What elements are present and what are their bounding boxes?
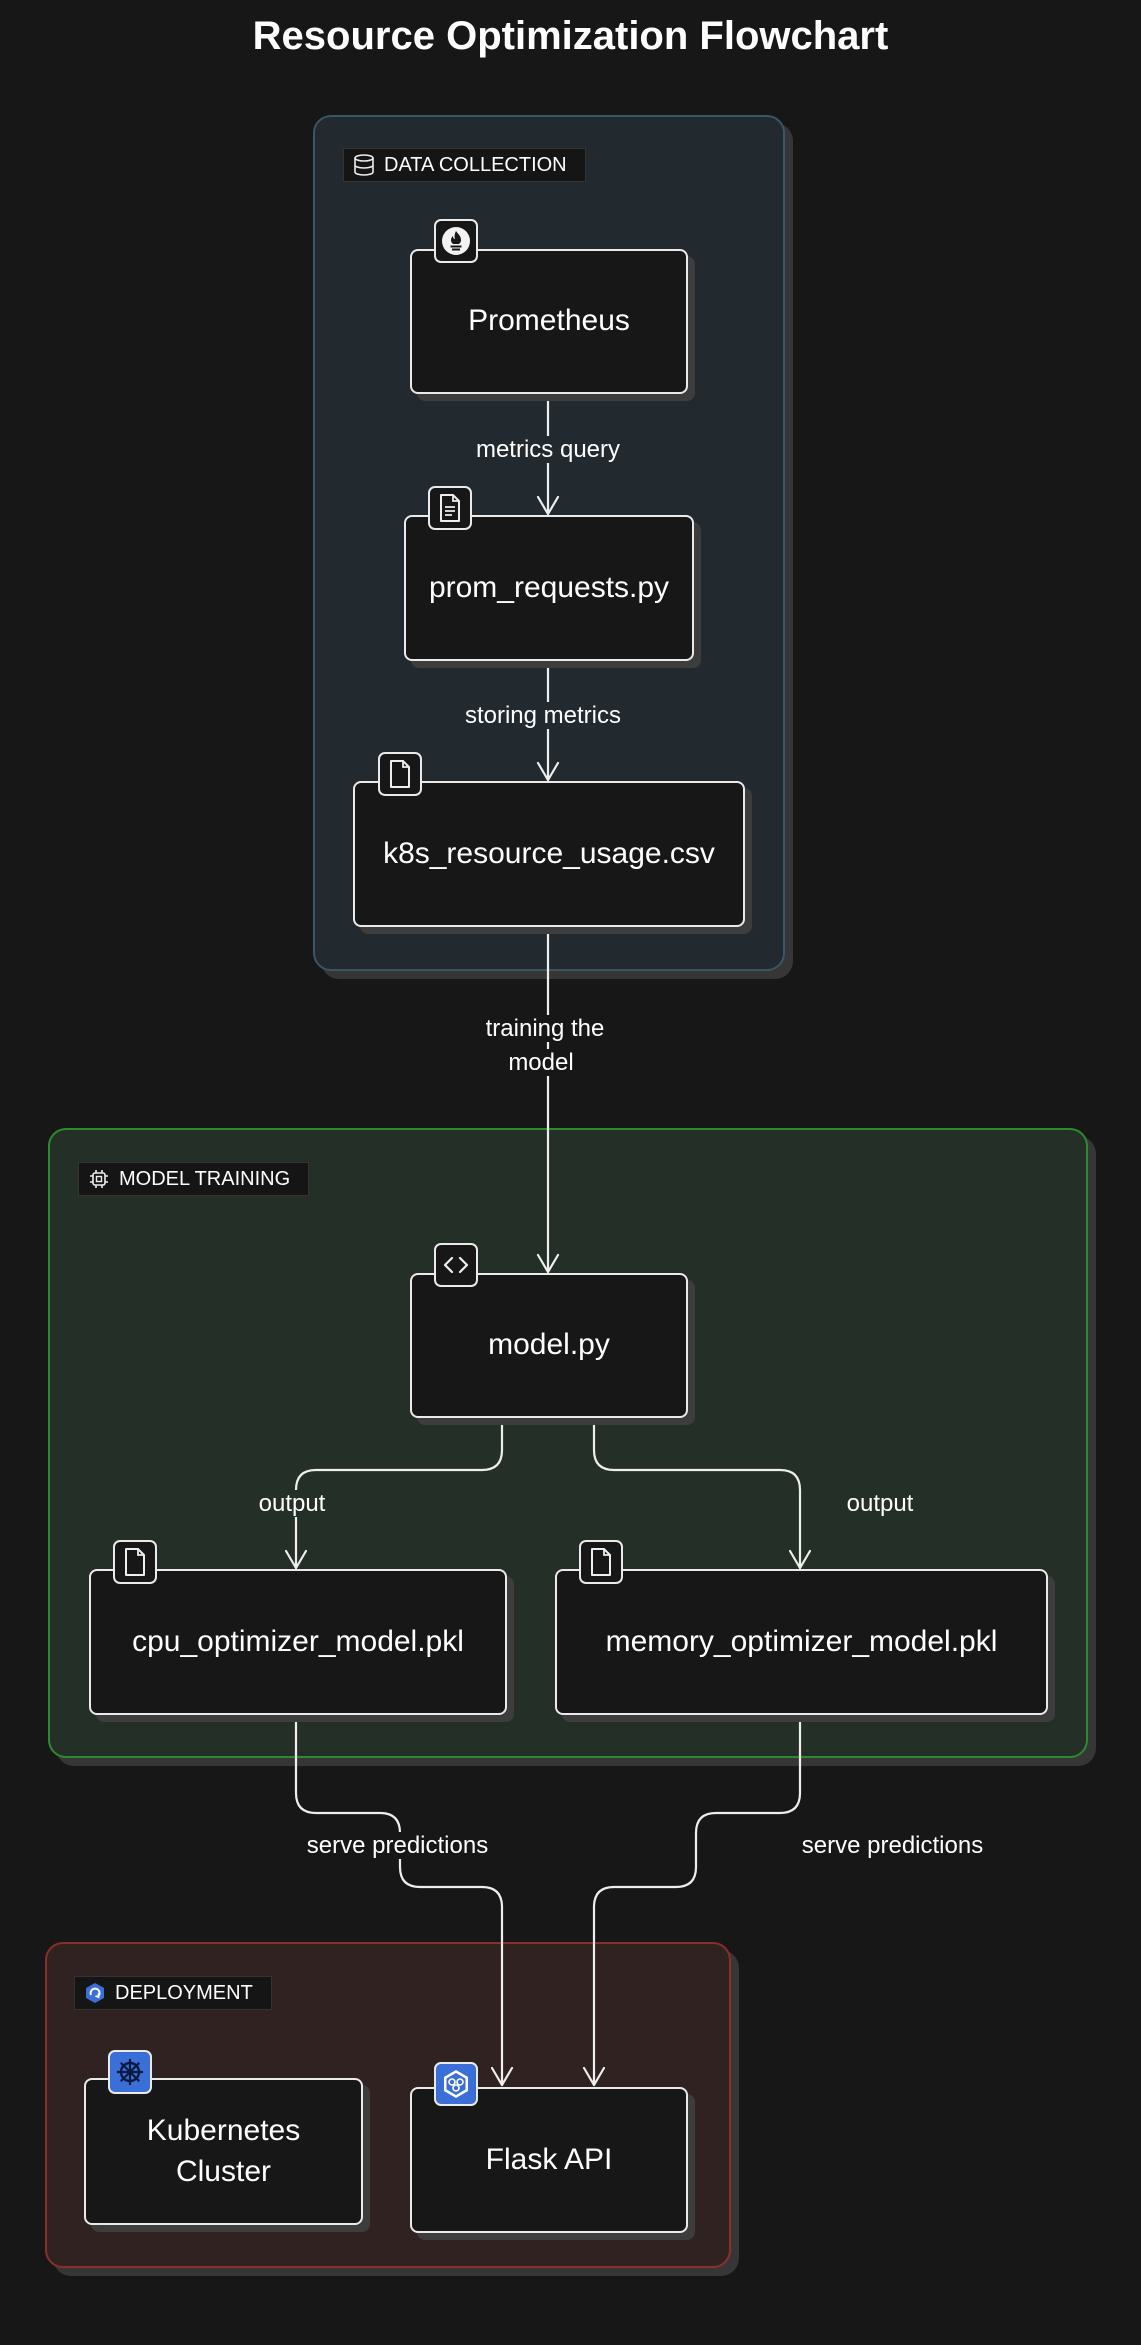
group-label-data-collection: DATA COLLECTION	[343, 148, 586, 182]
node-prometheus[interactable]: Prometheus	[410, 249, 688, 394]
node-k8s-resource-usage-csv[interactable]: k8s_resource_usage.csv	[353, 781, 745, 927]
node-label: Kubernetes Cluster	[146, 2114, 301, 2188]
node-prom-requests[interactable]: prom_requests.py	[404, 515, 694, 661]
document-lines-icon	[428, 486, 472, 530]
group-label-text: DATA COLLECTION	[384, 154, 567, 176]
node-cpu-optimizer-model[interactable]: cpu_optimizer_model.pkl	[89, 1569, 507, 1715]
edge-label-output-cpu: output	[232, 1487, 352, 1521]
edge-training-the-model	[536, 923, 560, 1274]
node-label: model.py	[488, 1328, 610, 1362]
edge-label-storing-metrics: storing metrics	[418, 699, 668, 733]
edge-serve-memory	[582, 1711, 802, 2087]
prometheus-flame-icon	[434, 219, 478, 263]
cpu-chip-icon	[87, 1168, 111, 1190]
node-label: prom_requests.py	[428, 570, 670, 604]
edge-output-cpu	[284, 1414, 504, 1570]
group-label-text: MODEL TRAINING	[119, 1168, 291, 1190]
diagram-title: Resource Optimization Flowchart	[252, 14, 889, 58]
node-flask-api[interactable]: Flask API	[410, 2087, 688, 2233]
node-label: Flask API	[485, 2142, 613, 2176]
node-label: cpu_optimizer_model.pkl	[132, 1624, 464, 1658]
node-label: k8s_resource_usage.csv	[383, 836, 715, 870]
edge-label-serve-predictions-memory: serve predictions	[770, 1829, 1015, 1863]
file-icon	[579, 1540, 623, 1584]
kubernetes-helm-icon	[108, 2050, 152, 2094]
kubernetes-service-icon	[434, 2062, 478, 2106]
node-memory-optimizer-model[interactable]: memory_optimizer_model.pkl	[555, 1569, 1048, 1715]
group-label-model-training: MODEL TRAINING	[78, 1162, 310, 1196]
node-model-py[interactable]: model.py	[410, 1273, 688, 1418]
edge-label-metrics-query: metrics query	[443, 433, 653, 467]
edge-output-memory	[592, 1414, 812, 1570]
group-label-deployment: DEPLOYMENT	[74, 1976, 272, 2010]
node-label: Prometheus	[468, 304, 630, 338]
group-label-text: DEPLOYMENT	[115, 1982, 253, 2004]
node-kubernetes-cluster[interactable]: Kubernetes Cluster	[84, 2078, 363, 2225]
edge-serve-cpu	[294, 1711, 514, 2087]
node-label: memory_optimizer_model.pkl	[605, 1624, 998, 1658]
edge-label-training-the-model: training the model	[443, 1012, 643, 1079]
database-icon	[352, 154, 376, 176]
deployment-icon	[83, 1982, 107, 2004]
edge-label-output-memory: output	[820, 1487, 940, 1521]
file-icon	[113, 1540, 157, 1584]
edge-label-serve-predictions-cpu: serve predictions	[275, 1829, 520, 1863]
code-icon	[434, 1243, 478, 1287]
file-icon	[378, 752, 422, 796]
